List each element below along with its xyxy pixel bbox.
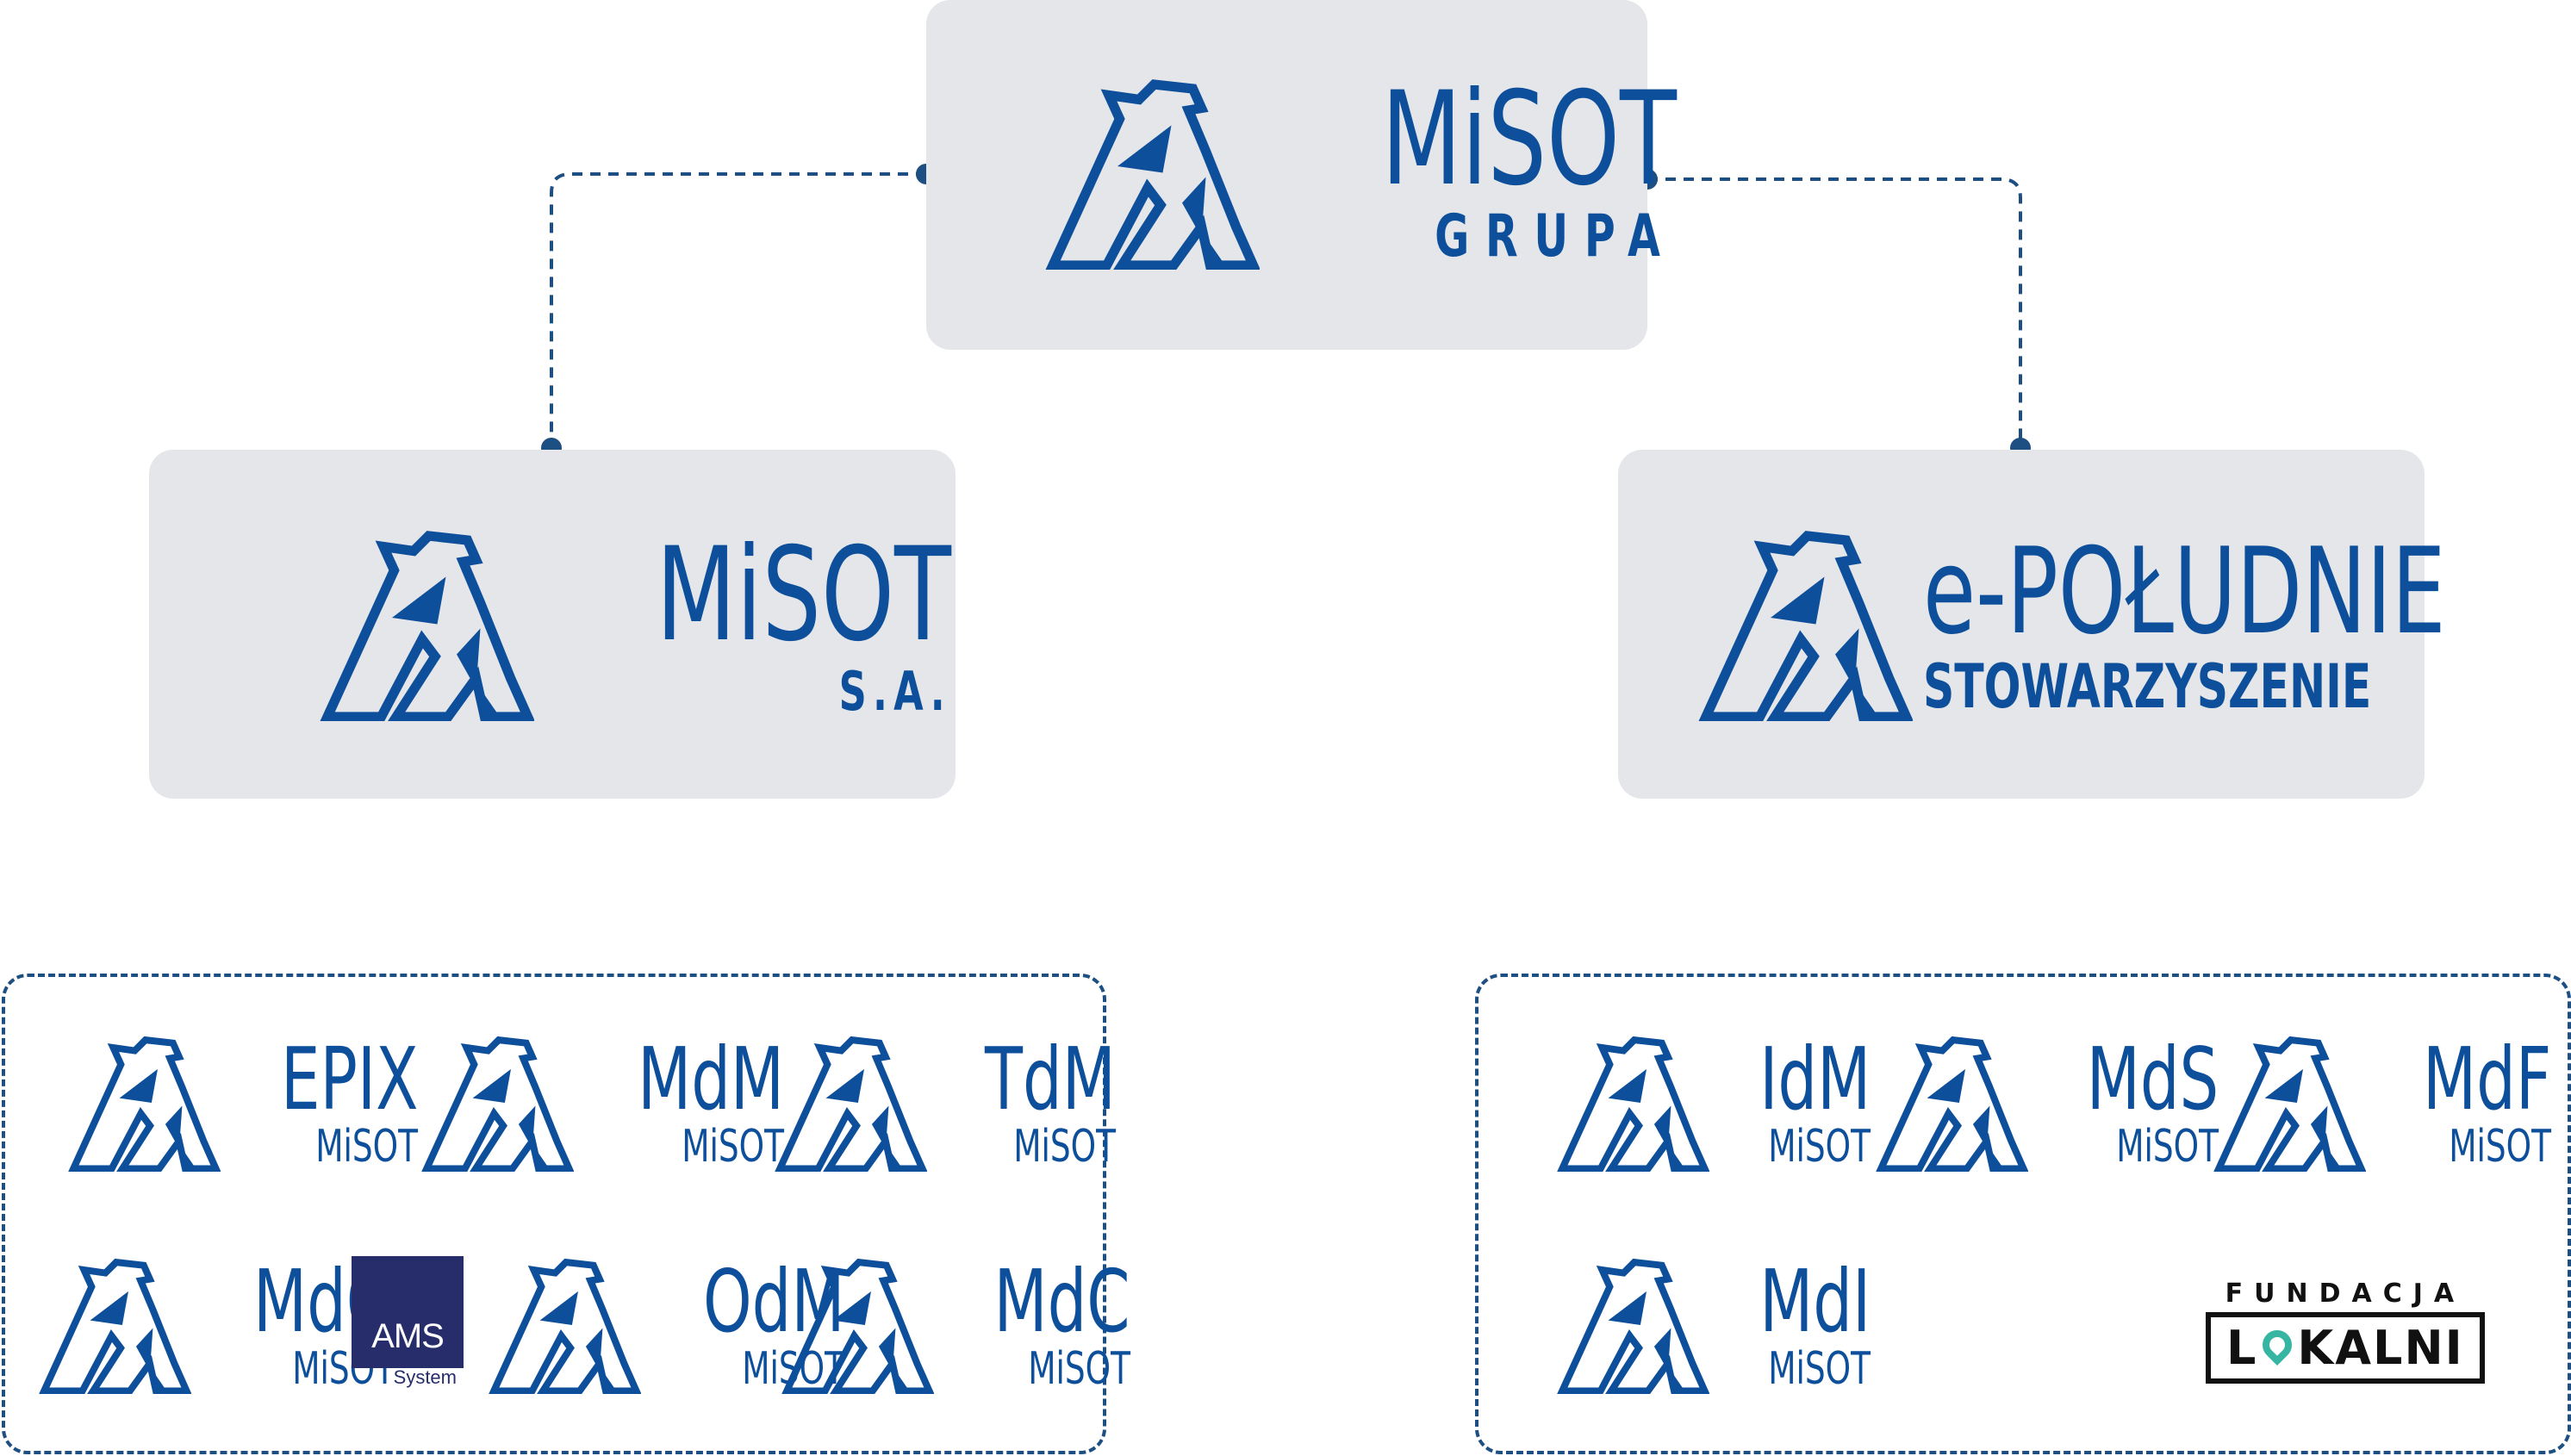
bear-icon	[1044, 76, 1260, 270]
logo-title: MiSOT	[1381, 64, 1678, 215]
logo-title: IdM	[1759, 1029, 1871, 1129]
logo-title: MdF	[2423, 1029, 2552, 1129]
bear-icon	[781, 1256, 934, 1394]
logo-subtitle: STOWARZYSZENIE	[1923, 650, 2372, 722]
misot-sa-logo: MiSOT S.A.	[319, 527, 951, 721]
logo-subtitle: MiSOT	[1768, 1121, 1871, 1173]
subsidiary-logo-mdo: MdO MiSOT	[38, 1256, 395, 1394]
bear-icon	[1556, 1256, 1709, 1394]
subsidiary-logo-epix: EPIX MiSOT	[67, 1034, 418, 1172]
misot-grupa-logo: MiSOT GRUPA	[1044, 64, 1678, 271]
bear-icon	[1875, 1034, 2028, 1172]
ams-square: AMS	[352, 1256, 464, 1368]
ams-name: AMS	[371, 1317, 445, 1355]
logo-subtitle: GRUPA	[1435, 202, 1678, 271]
lokalni-pre: L	[2226, 1321, 2258, 1375]
member-logo-mdi: MdI MiSOT	[1556, 1256, 1871, 1394]
epoludnie-logo: e-POŁUDNIE STOWARZYSZENIE	[1697, 527, 2571, 721]
member-logo-idm: IdM MiSOT	[1556, 1034, 1871, 1172]
logo-subtitle: MiSOT	[1768, 1343, 1871, 1395]
bear-icon	[420, 1034, 574, 1172]
subsidiary-logo-mdc: MdC MiSOT	[781, 1256, 1130, 1394]
subsidiary-logo-tdm: TdM MiSOT	[774, 1034, 1116, 1172]
fundacja-label: FUNDACJA	[2225, 1279, 2466, 1309]
logo-title: TdM	[985, 1029, 1116, 1129]
bear-icon	[319, 527, 534, 721]
logo-title: EPIX	[281, 1029, 419, 1129]
member-logo-mds: MdS MiSOT	[1875, 1034, 2219, 1172]
logo-subtitle: MiSOT	[2449, 1121, 2552, 1173]
logo-title: MiSOT	[656, 520, 952, 670]
ams-subtitle: System	[393, 1366, 457, 1388]
bear-icon	[1556, 1034, 1709, 1172]
location-pin-icon	[2257, 1323, 2299, 1366]
logo-subtitle: S.A.	[838, 659, 952, 723]
lokalni-frame: L KALNI	[2206, 1312, 2485, 1384]
logo-title: e-POŁUDNIE	[1923, 521, 2446, 661]
misot-sa-subsidiaries	[2, 974, 1106, 1454]
logo-subtitle: MiSOT	[1027, 1343, 1130, 1395]
logo-title: OdM	[702, 1251, 845, 1352]
logo-title: MdC	[993, 1251, 1130, 1352]
member-logo-mdf: MdF MiSOT	[2213, 1034, 2551, 1172]
logo-title: MdM	[638, 1029, 785, 1129]
logo-subtitle: MiSOT	[1013, 1121, 1116, 1173]
bear-icon	[774, 1034, 927, 1172]
misot-sa-box	[149, 450, 956, 799]
bear-icon	[1697, 527, 1913, 721]
epoludnie-members	[1475, 974, 2571, 1454]
bear-icon	[2213, 1034, 2366, 1172]
misot-grupa-box	[926, 0, 1647, 350]
lokalni-post: KALNI	[2297, 1321, 2464, 1375]
logo-subtitle: MiSOT	[682, 1121, 785, 1173]
subsidiary-logo-mdm: MdM MiSOT	[420, 1034, 784, 1172]
fundacja-lokalni-logo: FUNDACJA L KALNI	[2206, 1279, 2485, 1384]
bear-icon	[67, 1034, 221, 1172]
bear-icon	[38, 1256, 191, 1394]
logo-subtitle: MiSOT	[315, 1121, 419, 1173]
ams-system-logo: AMS System	[352, 1256, 464, 1389]
logo-title: MdS	[2086, 1029, 2219, 1129]
bear-icon	[488, 1256, 641, 1394]
logo-subtitle: MiSOT	[2116, 1121, 2219, 1173]
logo-title: MdI	[1759, 1251, 1871, 1352]
